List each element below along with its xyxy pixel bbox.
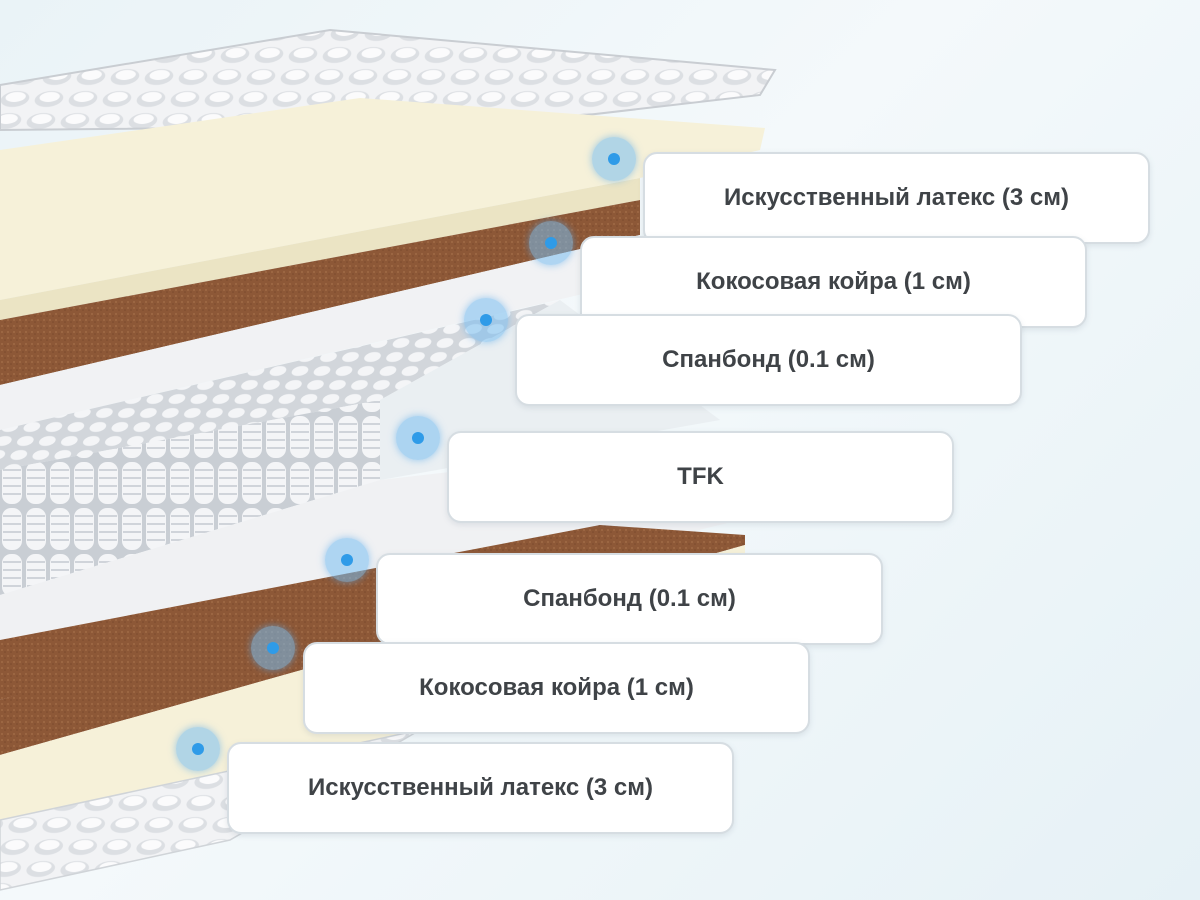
layer-label-spunbond-bottom: Спанбонд (0.1 см) xyxy=(376,553,883,645)
layer-label-text: Искусственный латекс (3 см) xyxy=(307,774,653,801)
layer-label-latex-bottom: Искусственный латекс (3 см) xyxy=(227,742,734,834)
dot-marker-icon[interactable] xyxy=(529,221,573,265)
layer-label-springs: TFK xyxy=(447,431,954,523)
dot-marker-icon[interactable] xyxy=(325,538,369,582)
dot-marker-icon[interactable] xyxy=(464,298,508,342)
layer-label-text: Искусственный латекс (3 см) xyxy=(723,184,1069,211)
dot-marker-icon[interactable] xyxy=(396,416,440,460)
layer-label-text: Кокосовая койра (1 см) xyxy=(696,268,971,295)
layer-label-coir-top: Кокосовая койра (1 см) xyxy=(580,236,1087,328)
dot-marker-icon[interactable] xyxy=(176,727,220,771)
layer-label-coir-bottom: Кокосовая койра (1 см) xyxy=(303,642,810,734)
layer-label-text: Кокосовая койра (1 см) xyxy=(419,674,694,701)
dot-marker-icon[interactable] xyxy=(251,626,295,670)
layer-label-text: Спанбонд (0.1 см) xyxy=(662,346,875,373)
layer-label-text: Спанбонд (0.1 см) xyxy=(523,585,736,612)
layer-label-spunbond-top: Спанбонд (0.1 см) xyxy=(515,314,1022,406)
layer-label-text: TFK xyxy=(677,463,724,490)
layer-label-latex-top: Искусственный латекс (3 см) xyxy=(643,152,1150,244)
dot-marker-icon[interactable] xyxy=(592,137,636,181)
